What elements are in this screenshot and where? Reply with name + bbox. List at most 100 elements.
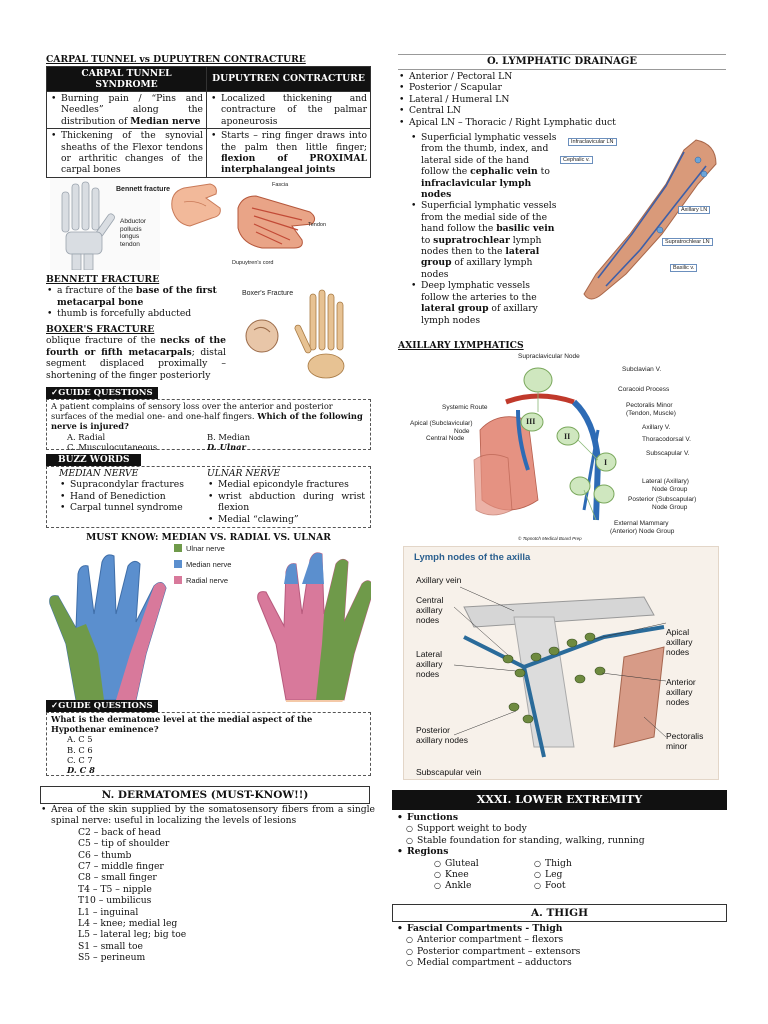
axillary-lymphatics-figure: Supraclavicular Node Subclavian V. Corac… [398,350,726,542]
gq1-option-a: A. Radial [67,431,106,442]
ulnar-head: ULNAR NERVE [207,468,281,479]
gq1-option-d: D. Ulnar [207,441,246,452]
lower-extremity-header: XXXI. LOWER EXTREMITY [392,790,727,810]
guide-tag-1: ✓GUIDE QUESTIONS [46,387,158,399]
abductor-label: Abductor pollucis longus tendon [120,218,147,248]
gq2-option-b: B. C 6 [67,744,93,755]
level-1-label: I [604,458,608,467]
col-carpal-header: CARPAL TUNNEL SYNDROME [46,66,207,92]
supraclavicular-label: Supraclavicular Node [518,353,580,360]
legend-ulnar: Ulnar nerve [186,544,225,553]
hand-fig-1 [166,178,226,234]
guide-tag-2: ✓GUIDE QUESTIONS [46,700,158,712]
systemic-route-label: Systemic Route [442,404,488,411]
axillary-v-label: Axillary V. [642,424,671,431]
central-node-label: Central Node [426,435,465,442]
dupuytren-cell-2: Starts – ring finger draws into the palm… [206,128,371,178]
dupuytren-figure: Fascia Tendon Dupuytren's cord [232,178,326,270]
col-dupuytren-header: DUPUYTREN CONTRACTURE [206,66,371,92]
subscapular-v-label: Subscapular V. [646,450,690,457]
median-list: Supracondylar fractures Hand of Benedict… [59,479,207,514]
coracoid-label: Coracoid Process [618,386,670,393]
basilic-label: Basilic v. [670,264,698,272]
thigh-header: A. THIGH [392,904,727,922]
dermatomes-intro: Area of the skin supplied by the somatos… [40,804,375,827]
cephalic-label: Cephalic v. [560,156,593,164]
buzz-box: MEDIAN NERVE Supracondylar fractures Han… [46,466,371,528]
dermatomes-section: Area of the skin supplied by the somatos… [40,804,375,964]
level-3-label: III [526,417,536,426]
level-2-label: II [564,432,571,441]
pect-minor-label-2: (Tendon, Muscle) [626,410,676,417]
boxer-section: BOXER'S FRACTURE oblique fracture of the… [46,324,226,381]
dupuytren-cell-1: Localized thickening and contracture of … [206,90,371,130]
pect-minor-label: Pectoralis Minor [626,402,673,409]
gq1-option-b: B. Median [207,431,251,442]
dermatomes-header: N. DERMATOMES (MUST-KNOW!!) [40,786,370,804]
lymph-superficial: Superficial lymphatic vessels from the t… [410,132,560,326]
carpal-title: CARPAL TUNNEL vs DUPUYTREN CONTRACTURE [46,54,306,65]
dermatome-list: C2 – back of head C5 – tip of shoulder C… [78,826,187,964]
gq1-option-c: C. Musculocutaneous [67,441,158,452]
thoracodorsal-label: Thoracodorsal V. [642,436,691,443]
posterior-group-label: Posterior (Subscapular) [628,496,697,503]
boxer-figure: Boxer's Fracture [236,284,366,384]
copyright-label: © Topnotch Medical Board Prep [518,536,582,541]
arm-lymph-figure: Infraclavicular LN Cephalic v. Axillary … [560,134,726,310]
axilla-title: Lymph nodes of the axilla [414,552,531,563]
bennett-label: Bennett fracture [116,186,171,193]
carpal-cell-2: Thickening of the synovial sheaths of th… [46,128,207,178]
mustknow-title: MUST KNOW: MEDIAN VS. RADIAL VS. ULNAR [86,532,331,543]
axillary-lymphatics-title: AXILLARY LYMPHATICS [398,340,524,351]
buzz-tag: BUZZ WORDS [46,454,142,466]
axillary-ln-label: Axillary LN [678,206,711,214]
lymph-header: O. LYMPHATIC DRAINAGE [398,54,726,70]
carpal-cell-1: Burning pain / “Pins and Needles” along … [46,90,207,130]
tendon-label: Tendon [308,222,327,228]
fascial-compartments-label: Fascial Compartments - Thigh [396,923,726,935]
ulnar-list: Medial epicondyle fractures wrist abduct… [207,479,365,525]
axilla-nodes-figure: Lymph nodes of the axilla Axillary vein … [403,546,719,780]
apical-node-label: Apical (Subclavicular) [410,420,473,427]
lower-extremity-section: Functions Support weight to body Stable … [396,812,726,892]
bennett-section: BENNETT FRACTURE a fracture of the base … [46,274,226,320]
bennett-title: BENNETT FRACTURE [46,274,160,285]
guide-question-2-box: What is the dermatome level at the media… [46,712,371,776]
subscapular-vein-label: Subscapular vein [416,767,482,777]
gq2-option-c: C. C 7 [67,754,93,765]
fascia-label: Fascia [272,182,289,188]
lymph-list: Anterior / Pectoral LN Posterior / Scapu… [398,71,638,128]
boxer-label: Boxer's Fracture [242,290,294,297]
guide-question-1-box: A patient complains of sensory loss over… [46,399,371,452]
lateral-group-label: Lateral (Axillary) [642,478,689,485]
legend-median: Median nerve [186,560,232,569]
supratrochlear-label: Supratrochlear LN [662,238,713,246]
gq2-question: What is the dermatome level at the media… [51,714,313,735]
gq2-option-d: D. C 8 [67,765,95,776]
gq2-option-a: A. C 5 [67,734,93,745]
legend-radial: Radial nerve [186,576,229,585]
external-mammary-label: External Mammary [614,520,669,527]
bennett-xray-figure: Bennett fracture Abductor pollucis longu… [50,178,170,271]
posterior-group-label-2: Node Group [652,504,688,511]
cord-label: Dupuytren's cord [232,260,274,266]
regions-list-b: Thigh Leg Foot [534,858,572,893]
external-mammary-label-2: (Anterior) Node Group [610,528,675,535]
regions-list-a: Gluteal Knee Ankle [434,858,534,893]
boxer-title: BOXER'S FRACTURE [46,324,155,335]
regions-label: Regions [396,846,726,858]
carpal-table: CARPAL TUNNEL SYNDROME DUPUYTREN CONTRAC… [46,66,371,178]
median-head: MEDIAN NERVE [59,468,139,479]
axillary-vein-label: Axillary vein [416,575,462,585]
functions-label: Functions [396,812,726,824]
thigh-section: Fascial Compartments - Thigh Anterior co… [396,923,726,969]
lateral-group-label-2: Node Group [652,486,688,493]
apical-node-label-2: Node [454,428,470,435]
infraclavicular-label: Infraclavicular LN [568,138,617,146]
nerve-hands-figure: Ulnar nerve Median nerve Radial nerve [46,544,375,702]
